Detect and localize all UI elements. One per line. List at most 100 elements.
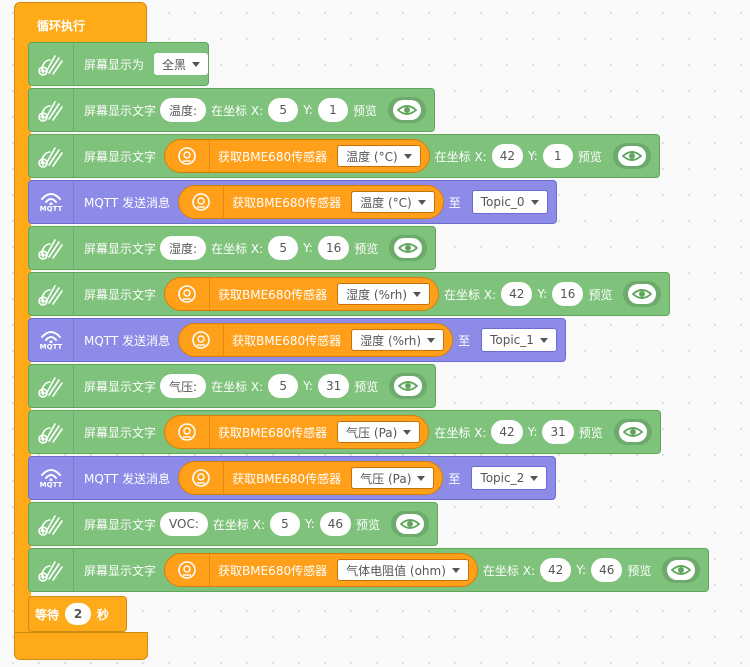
sensor-icon <box>179 462 225 494</box>
screen-text-block[interactable]: 屏幕显示文字 温度: 在坐标 X: 5 Y: 1 预览 <box>28 88 435 132</box>
preview-toggle[interactable] <box>389 235 428 261</box>
topic-dropdown[interactable]: Topic_0 <box>471 190 548 214</box>
screen-text-block[interactable]: 屏幕显示文字 湿度: 在坐标 X: 5 Y: 16 预览 <box>28 226 437 270</box>
y-input[interactable]: 31 <box>542 420 574 444</box>
y-input[interactable]: 16 <box>552 282 584 306</box>
x-input[interactable]: 42 <box>491 420 523 444</box>
screen-text-sensor-block[interactable]: 屏幕显示文字 获取BME680传感器 气体电阻值 (ohm) 在坐标 X: 42… <box>28 548 710 592</box>
bme680-reporter[interactable]: 获取BME680传感器 湿度 (%rh) <box>164 277 440 311</box>
screen-text-sensor-block[interactable]: 屏幕显示文字 获取BME680传感器 温度 (°C) 在坐标 X: 42 Y: … <box>28 134 660 178</box>
x-input[interactable]: 42 <box>540 558 572 582</box>
sensor-dropdown[interactable]: 湿度 (%rh) <box>337 283 431 305</box>
x-input[interactable]: 42 <box>491 144 524 168</box>
dropdown-value: Topic_2 <box>480 471 525 485</box>
topic-dropdown[interactable]: Topic_2 <box>471 466 548 490</box>
screen-fill-dropdown[interactable]: 全黑 <box>154 53 209 75</box>
mqtt-icon: MQTT <box>29 457 74 499</box>
text-input[interactable]: VOC: <box>160 512 208 536</box>
mqtt-send-block[interactable]: MQTT MQTT 发送消息 获取BME680传感器 湿度 (%rh) 至 To… <box>28 318 566 362</box>
y-input[interactable]: 1 <box>542 144 573 168</box>
mqtt-send-block[interactable]: MQTT MQTT 发送消息 获取BME680传感器 温度 (°C) 至 Top… <box>28 180 557 224</box>
bme680-reporter[interactable]: 获取BME680传感器 气压 (Pa) <box>178 461 444 495</box>
preview-toggle[interactable] <box>613 419 652 445</box>
y-input[interactable]: 1 <box>317 98 348 122</box>
block-label: MQTT 发送消息 <box>84 333 171 348</box>
x-input[interactable]: 5 <box>268 374 299 398</box>
block-label: 屏幕显示为 <box>84 57 145 72</box>
loop-block-header[interactable]: 循环执行 <box>14 2 147 46</box>
sensor-dropdown[interactable]: 温度 (°C) <box>337 145 421 167</box>
wait-seconds-input[interactable]: 2 <box>65 603 92 625</box>
bme680-reporter[interactable]: 获取BME680传感器 温度 (°C) <box>164 139 430 173</box>
bme680-reporter[interactable]: 获取BME680传感器 温度 (°C) <box>178 185 444 219</box>
preview-toggle[interactable] <box>391 511 430 537</box>
wait-block[interactable]: 等待 2 秒 <box>28 596 127 632</box>
eye-icon <box>394 376 423 396</box>
coord-y-label: Y: <box>303 379 313 393</box>
mqtt-icon: MQTT <box>29 319 74 361</box>
screen-hand-icon <box>29 89 74 131</box>
bme680-reporter[interactable]: 获取BME680传感器 气体电阻值 (ohm) <box>164 553 478 587</box>
block-label: MQTT 发送消息 <box>84 195 171 210</box>
coord-x-label: 在坐标 X: <box>434 149 487 164</box>
preview-toggle[interactable] <box>612 143 651 169</box>
y-input[interactable]: 46 <box>591 558 623 582</box>
eye-icon <box>394 238 423 258</box>
screen-fill-block[interactable]: 屏幕显示为 全黑 <box>28 42 210 86</box>
x-input[interactable]: 5 <box>268 236 299 260</box>
sensor-icon <box>165 416 211 448</box>
to-label: 至 <box>448 471 461 486</box>
chevron-down-icon <box>417 199 426 205</box>
screen-hand-icon <box>29 503 74 545</box>
text-input[interactable]: 温度: <box>160 98 207 122</box>
bme680-reporter[interactable]: 获取BME680传感器 气压 (Pa) <box>164 415 430 449</box>
preview-toggle[interactable] <box>623 281 662 307</box>
sensor-dropdown[interactable]: 气压 (Pa) <box>351 467 435 489</box>
mqtt-send-block[interactable]: MQTT MQTT 发送消息 获取BME680传感器 气压 (Pa) 至 Top… <box>28 456 557 500</box>
sensor-label: 获取BME680传感器 <box>218 149 328 164</box>
block-label: 屏幕显示文字 <box>84 379 157 394</box>
preview-label: 预览 <box>356 517 381 532</box>
chevron-down-icon <box>539 337 548 343</box>
screen-text-sensor-block[interactable]: 屏幕显示文字 获取BME680传感器 湿度 (%rh) 在坐标 X: 42 Y:… <box>28 272 671 316</box>
x-input[interactable]: 42 <box>501 282 533 306</box>
preview-toggle[interactable] <box>389 373 428 399</box>
x-input[interactable]: 5 <box>269 512 300 536</box>
coord-y-label: Y: <box>527 425 538 439</box>
bme680-reporter[interactable]: 获取BME680传感器 湿度 (%rh) <box>178 323 454 357</box>
preview-label: 预览 <box>354 379 379 394</box>
screen-hand-icon <box>29 273 74 315</box>
coord-y-label: Y: <box>304 517 315 531</box>
text-input[interactable]: 气压: <box>160 374 207 398</box>
x-input[interactable]: 5 <box>268 98 299 122</box>
wait-label: 等待 <box>35 607 60 622</box>
sensor-dropdown[interactable]: 气压 (Pa) <box>337 421 421 443</box>
dropdown-value: Topic_1 <box>490 333 534 347</box>
topic-dropdown[interactable]: Topic_1 <box>481 328 557 352</box>
y-input[interactable]: 46 <box>319 512 352 536</box>
screen-text-sensor-block[interactable]: 屏幕显示文字 获取BME680传感器 气压 (Pa) 在坐标 X: 42 Y: … <box>28 410 661 454</box>
mqtt-icon-text: MQTT <box>39 480 63 489</box>
screen-hand-icon <box>29 411 74 453</box>
preview-label: 预览 <box>588 287 613 302</box>
dropdown-value: 温度 (°C) <box>346 149 398 164</box>
dropdown-value: 湿度 (%rh) <box>360 333 422 348</box>
sensor-dropdown[interactable]: 温度 (°C) <box>351 191 435 213</box>
to-label: 至 <box>448 195 461 210</box>
text-input[interactable]: 湿度: <box>160 236 207 260</box>
y-input[interactable]: 16 <box>317 236 350 260</box>
block-label: 屏幕显示文字 <box>84 517 157 532</box>
screen-text-block[interactable]: 屏幕显示文字 气压: 在坐标 X: 5 Y: 31 预览 <box>28 364 437 408</box>
to-label: 至 <box>458 333 471 348</box>
sensor-dropdown[interactable]: 湿度 (%rh) <box>351 329 445 351</box>
screen-text-block[interactable]: 屏幕显示文字 VOC: 在坐标 X: 5 Y: 46 预览 <box>28 502 439 546</box>
loop-block-arm <box>14 40 31 640</box>
y-input[interactable]: 31 <box>317 374 350 398</box>
chevron-down-icon <box>192 61 201 67</box>
preview-toggle[interactable] <box>662 557 701 583</box>
preview-toggle[interactable] <box>387 97 426 123</box>
sensor-dropdown[interactable]: 气体电阻值 (ohm) <box>337 559 469 581</box>
coord-x-label: 在坐标 X: <box>211 379 264 394</box>
wait-unit: 秒 <box>97 607 110 622</box>
coord-x-label: 在坐标 X: <box>211 103 264 118</box>
